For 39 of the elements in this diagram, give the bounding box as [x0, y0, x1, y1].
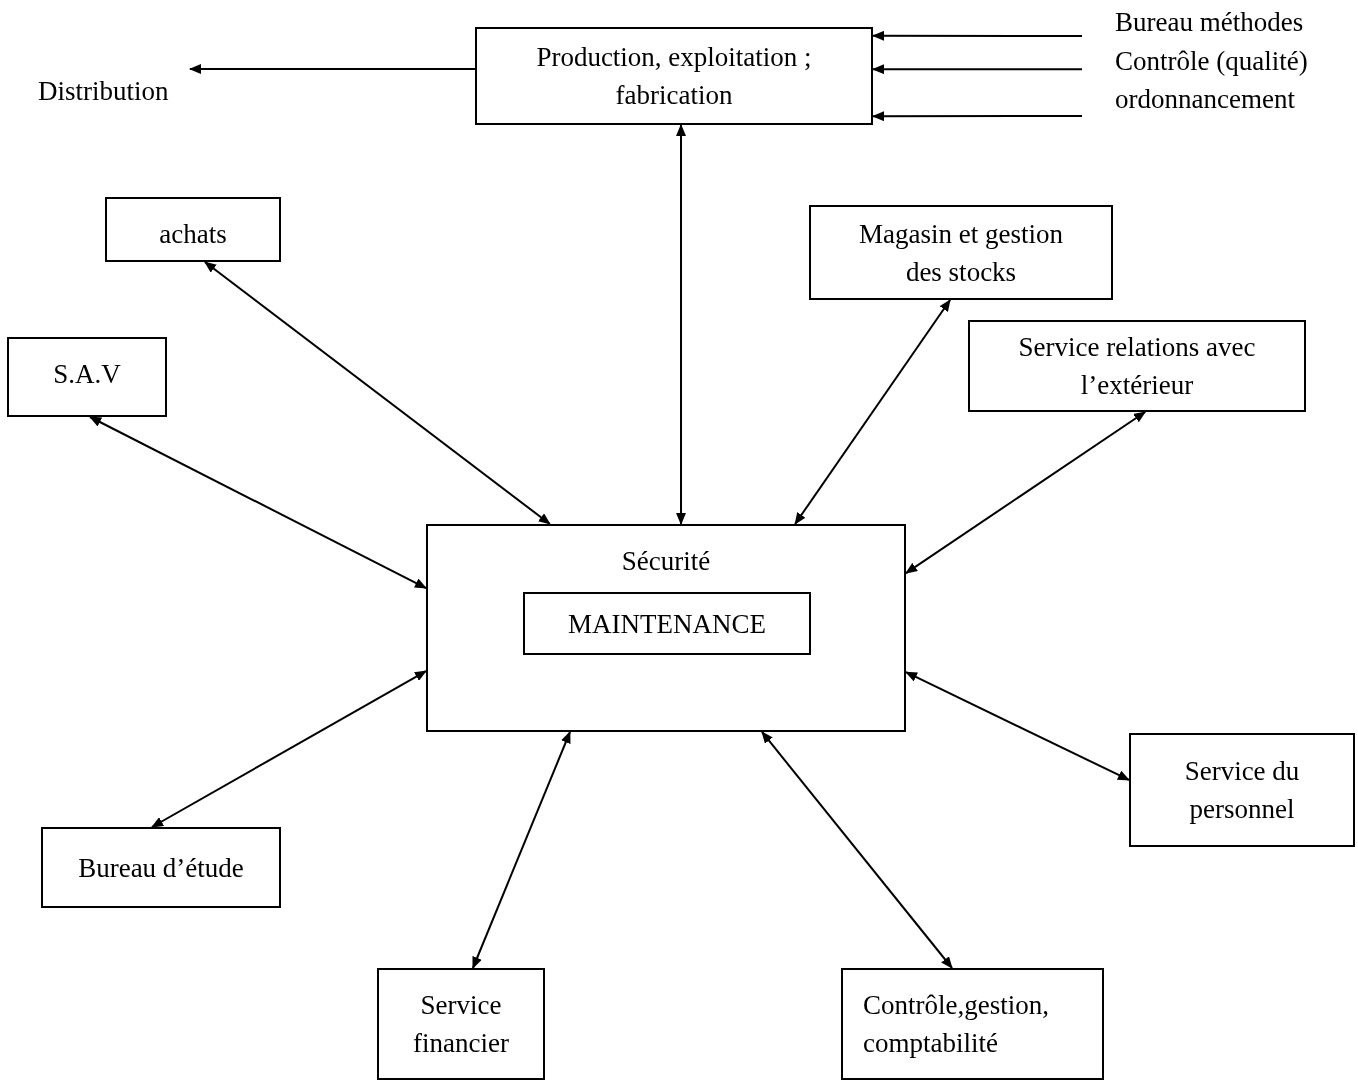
- process-box: [1129, 733, 1355, 847]
- process-box: [41, 827, 281, 908]
- arrow: [794, 299, 952, 525]
- box-label: MAINTENANCE: [568, 607, 766, 641]
- process-box: [7, 337, 167, 417]
- arrow: [905, 671, 1130, 781]
- box-label: achats: [159, 218, 227, 251]
- text-label: ordonnancement: [1115, 83, 1295, 116]
- central-box: [426, 524, 906, 732]
- arrow: [151, 670, 427, 828]
- box-label: Sécurité: [621, 545, 711, 578]
- box-label: Service relations avec l’extérieur: [1017, 331, 1257, 402]
- arrow: [905, 411, 1147, 575]
- arrow: [203, 261, 551, 525]
- box-label: S.A.V: [53, 358, 121, 391]
- box-label: Service financier: [412, 989, 510, 1060]
- process-box: [523, 592, 811, 655]
- box-label: Magasin et gestion des stocks: [858, 217, 1064, 289]
- box-label: Service du personnel: [1183, 755, 1301, 826]
- text-label: Bureau méthodes: [1115, 6, 1304, 39]
- arrow: [872, 111, 1083, 122]
- box-label: Bureau d’étude: [78, 851, 244, 885]
- arrow: [761, 731, 953, 969]
- process-box: [968, 320, 1306, 412]
- process-box: [475, 27, 873, 125]
- process-box: [809, 205, 1113, 300]
- process-box: [841, 968, 1104, 1080]
- box-label: Contrôle,gestion, comptabilité: [863, 989, 1050, 1060]
- arrow: [189, 64, 476, 74]
- arrow: [471, 731, 571, 969]
- box-label: Production, exploitation ; fabrication: [535, 41, 813, 112]
- text-label: Contrôle (qualité): [1115, 45, 1308, 78]
- process-box: [105, 197, 281, 262]
- text-label: Distribution: [38, 75, 169, 108]
- arrow: [89, 416, 427, 590]
- arrow: [872, 30, 1083, 41]
- process-box: [377, 968, 545, 1080]
- arrow: [872, 64, 1083, 75]
- arrow: [676, 124, 686, 525]
